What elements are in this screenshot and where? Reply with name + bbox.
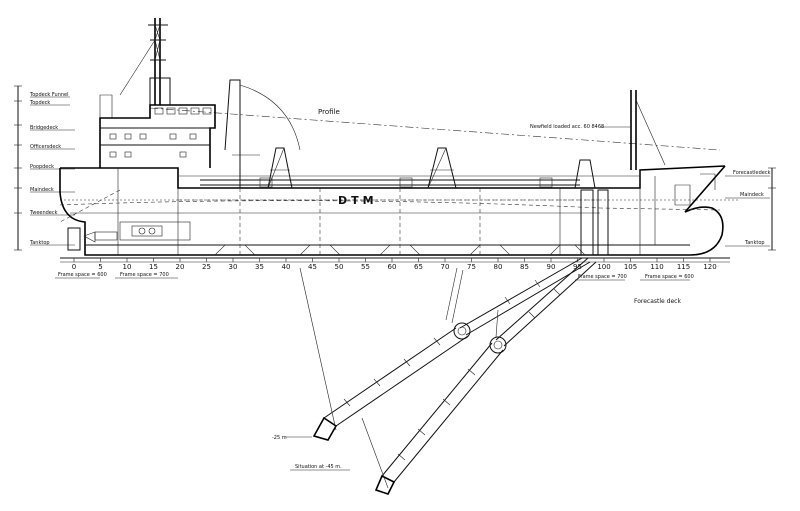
deck-label-poopdeck: Poopdeck bbox=[30, 164, 54, 170]
frame-number-label: 50 bbox=[335, 263, 344, 271]
frame-number-label: 45 bbox=[308, 263, 317, 271]
deck-equipment bbox=[178, 90, 666, 256]
superstructure bbox=[99, 18, 301, 188]
frame-number-label: 60 bbox=[388, 263, 397, 271]
frame-number-label: 25 bbox=[202, 263, 211, 271]
frame-scale bbox=[60, 257, 730, 263]
vessel-name: DTM bbox=[338, 194, 378, 207]
deck-label-topdeck-funnel: Topdeck Funnel bbox=[29, 92, 69, 98]
right-height-scale bbox=[768, 167, 776, 251]
frame-number-label: 10 bbox=[123, 263, 132, 271]
frame-number-label: 90 bbox=[547, 263, 556, 271]
left-height-scale bbox=[14, 85, 22, 251]
hull bbox=[59, 165, 740, 256]
deck-label-topdeck: Topdeck bbox=[29, 100, 50, 106]
frame-number-label: 115 bbox=[677, 263, 690, 271]
frame-note-aft: Frame space = 600 bbox=[58, 272, 107, 278]
frame-note-fwd-a: Frame space = 700 bbox=[578, 274, 627, 280]
frame-number-label: 20 bbox=[176, 263, 185, 271]
newfield-note: Newfield loaded acc. 60 8468 bbox=[530, 124, 604, 130]
frame-number-label: 55 bbox=[361, 263, 370, 271]
frame-number-label: 35 bbox=[255, 263, 264, 271]
frame-number-label: 70 bbox=[441, 263, 450, 271]
situation-annotation-45: Situation at -45 m. bbox=[295, 464, 342, 470]
deck-label-tanktop: Tanktop bbox=[29, 240, 50, 246]
frame-number-label: 80 bbox=[494, 263, 503, 271]
deck-labels-right: Forecastledeck Maindeck Tanktop bbox=[725, 170, 771, 247]
frame-number-label: 5 bbox=[98, 263, 102, 271]
deck-label-officersdeck: Officersdeck bbox=[30, 144, 61, 150]
depth-annotation-25: -25 m bbox=[272, 435, 287, 441]
frame-note-fwd-b: Frame space = 600 bbox=[645, 274, 694, 280]
frame-number-label: 120 bbox=[703, 263, 716, 271]
deck-label-bridgedeck: Bridgedeck bbox=[30, 125, 58, 131]
frame-number-label: 105 bbox=[624, 263, 637, 271]
suction-pipe-minus-25 bbox=[312, 257, 591, 441]
frame-number-label: 110 bbox=[650, 263, 663, 271]
profile-title: Profile bbox=[318, 108, 340, 116]
frame-number-label: 75 bbox=[467, 263, 476, 271]
deck-label-tanktop-fwd: Tanktop bbox=[744, 240, 765, 246]
frame-note-mid: Frame space = 700 bbox=[120, 272, 169, 278]
deck-label-forecastledeck: Forecastledeck bbox=[733, 170, 771, 176]
deck-label-maindeck-fwd: Maindeck bbox=[740, 192, 764, 198]
suction-pipe-minus-45 bbox=[374, 257, 597, 495]
frame-number-label: 0 bbox=[72, 263, 76, 271]
deck-label-tweendeck: Tweendeck bbox=[29, 210, 58, 216]
frame-number-label: 65 bbox=[414, 263, 423, 271]
frame-number-label: 100 bbox=[597, 263, 610, 271]
deck-labels-left: Topdeck Funnel Topdeck Bridgedeck Office… bbox=[29, 92, 75, 246]
frame-number-label: 15 bbox=[149, 263, 158, 271]
deck-label-maindeck: Maindeck bbox=[30, 187, 54, 193]
frame-number-label: 85 bbox=[520, 263, 529, 271]
frame-number-label: 40 bbox=[282, 263, 291, 271]
frame-number-label: 30 bbox=[229, 263, 238, 271]
forecastle-deck-title: Forecastle deck bbox=[634, 298, 681, 305]
